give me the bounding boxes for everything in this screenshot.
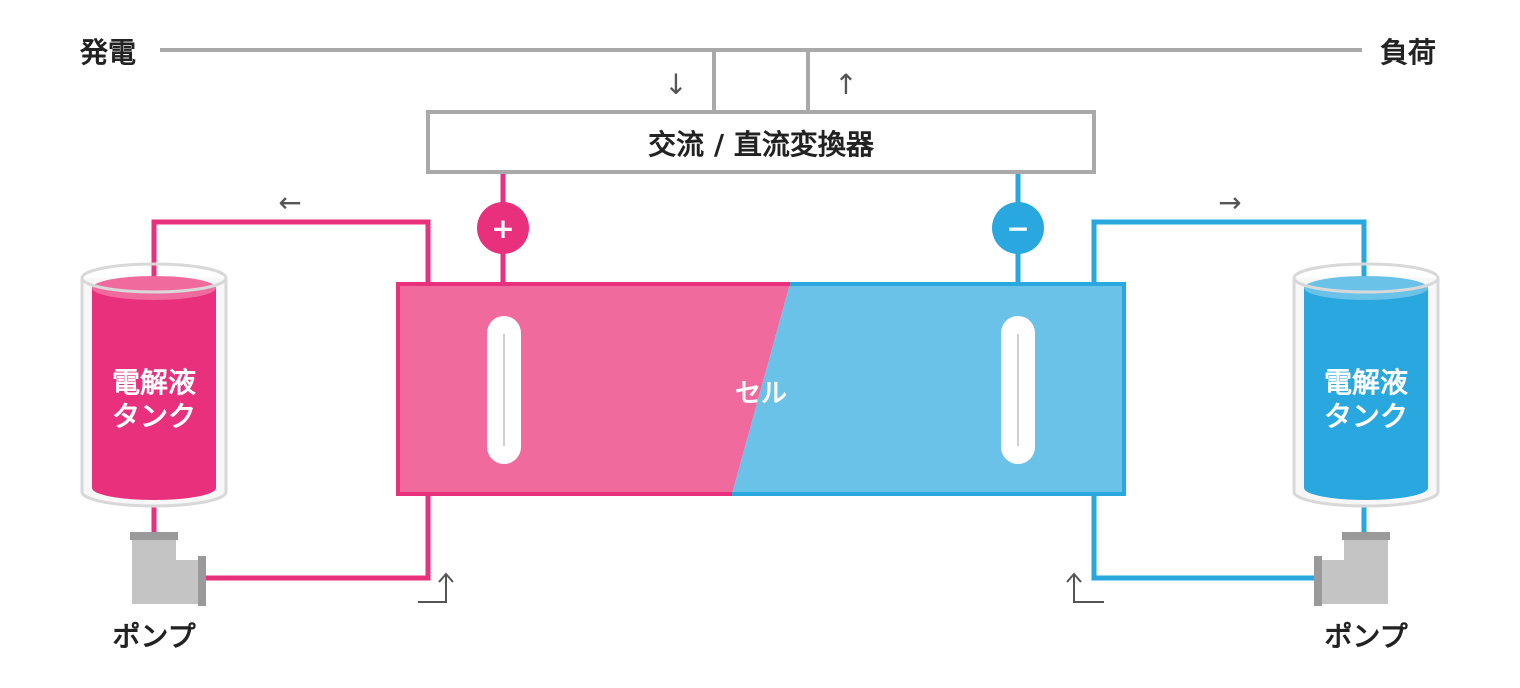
cell: セル	[396, 282, 1126, 496]
pump-left-icon	[130, 532, 206, 606]
electrolyte-tank-left: 電解液 タンク	[80, 262, 228, 508]
negative-supply-pipe	[1091, 494, 1318, 581]
cell-border-positive	[396, 282, 790, 496]
tank-right-liquid	[1304, 288, 1428, 500]
cell-positive-half	[398, 284, 790, 494]
pump-right-icon	[1314, 532, 1390, 606]
cell-label: セル	[735, 379, 787, 409]
negative-return-pipe	[1091, 219, 1367, 284]
arrow-up-icon: ↑	[834, 68, 857, 101]
negative-sign: −	[1006, 212, 1029, 245]
converter-box	[426, 110, 1096, 174]
arrow-down-icon: ↓	[664, 68, 687, 101]
corner-arrow-left-icon	[418, 575, 447, 603]
positive-supply-pipe	[206, 494, 431, 581]
negative-terminal-icon	[992, 202, 1044, 254]
tank-left-rim	[80, 262, 228, 294]
tank-right-rim	[1292, 262, 1440, 294]
electrolyte-tank-right: 電解液 タンク	[1292, 262, 1440, 508]
pump-right-label: ポンプ	[1324, 620, 1408, 653]
cell-negative-half	[732, 284, 1124, 494]
pump-right-cap	[1342, 532, 1390, 540]
pump-left-body	[132, 560, 198, 604]
tank-left-liquid	[92, 288, 216, 500]
positive-terminal-icon	[477, 202, 529, 254]
tank-left-liquid-top	[92, 276, 216, 300]
tank-left-label-line2: タンク	[112, 400, 196, 433]
positive-return-pipe	[151, 219, 431, 284]
pump-left-outlet	[198, 556, 206, 606]
pump-left-label: ポンプ	[112, 620, 196, 653]
tank-right-label-line1: 電解液	[1324, 366, 1408, 399]
positive-sign: +	[491, 212, 514, 245]
tank-right-label-line2: タンク	[1324, 400, 1408, 433]
corner-arrow-right-icon	[1073, 575, 1104, 603]
generation-label: 発電	[79, 36, 136, 69]
tank-right-liquid-top	[1304, 276, 1428, 300]
arrow-right-icon: →	[1218, 186, 1241, 219]
arrow-left-icon: ←	[278, 186, 301, 219]
pump-left-cap	[130, 532, 178, 540]
corner-arrow-right-head	[1066, 572, 1082, 583]
pump-right-outlet	[1314, 556, 1322, 606]
tank-left-label-line1: 電解液	[112, 366, 196, 399]
converter-label: 交流 / 直流変換器	[648, 128, 875, 161]
load-label: 負荷	[1380, 36, 1436, 69]
corner-arrow-left-head	[438, 572, 454, 583]
pump-right-body	[1322, 560, 1388, 604]
cell-border-negative	[732, 282, 1126, 496]
